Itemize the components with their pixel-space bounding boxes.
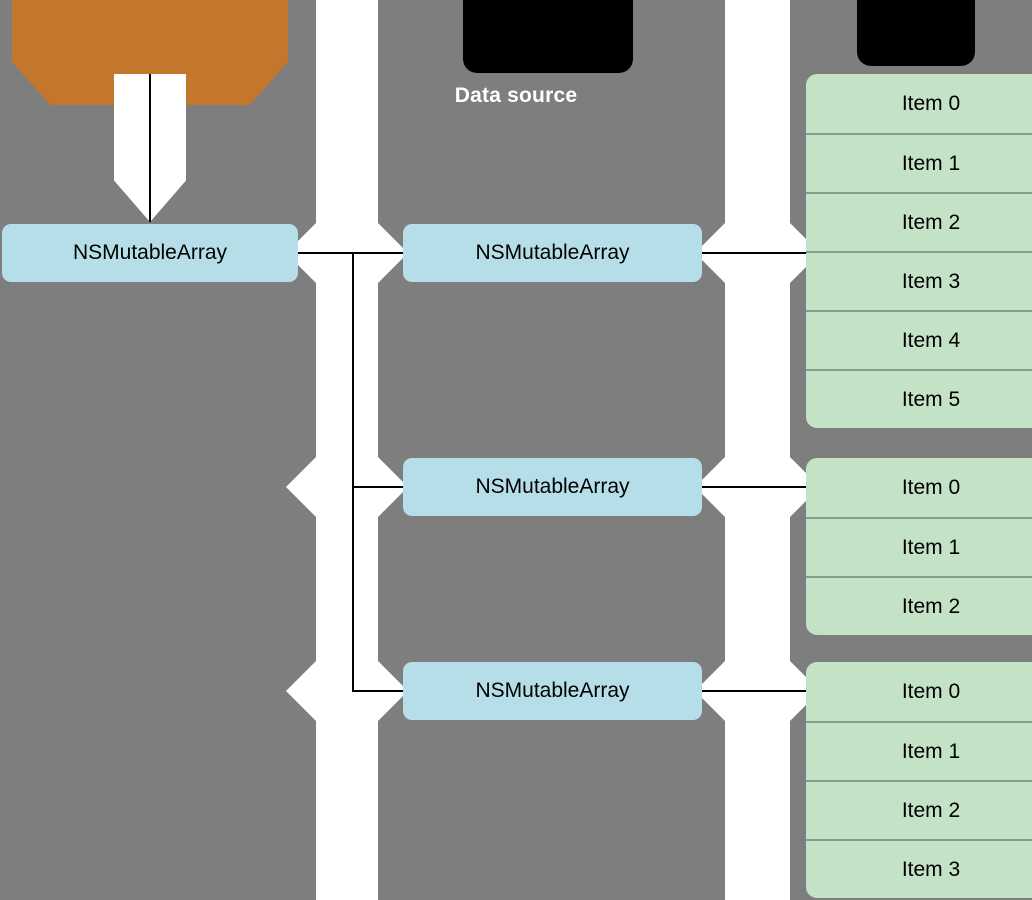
list-item[interactable]: Item 1 <box>806 517 1032 576</box>
connector-section-0-to-items <box>702 252 808 254</box>
item-group-0: Item 0 Item 1 Item 2 Item 3 Item 4 Item … <box>806 74 1032 428</box>
section-array-label-1: NSMutableArray <box>475 475 630 498</box>
sections-column-header: Sections <box>463 0 633 73</box>
list-item[interactable]: Item 0 <box>901 475 961 499</box>
list-item[interactable]: Item 2 <box>806 780 1032 839</box>
list-item[interactable]: Item 5 <box>806 369 1032 428</box>
items-column-header: Items <box>857 0 975 66</box>
list-item[interactable]: Item 1 <box>806 133 1032 192</box>
connector-section-1-to-items <box>702 486 808 488</box>
connector-trunk-to-section-1 <box>352 486 404 488</box>
arrow-bulge-a2-left <box>286 661 316 721</box>
item-group-1: Item 0 Item 1 Item 2 <box>806 458 1032 635</box>
data-source-arrow-line <box>149 74 151 222</box>
connector-section-2-to-items <box>702 690 808 692</box>
list-item[interactable]: Item 2 <box>806 576 1032 635</box>
list-item[interactable]: Item 4 <box>806 310 1032 369</box>
connector-trunk-vertical <box>352 252 354 692</box>
sections-column-header-label: Sections <box>504 43 592 66</box>
section-array-label-0: NSMutableArray <box>475 241 630 264</box>
list-item[interactable]: Item 2 <box>806 192 1032 251</box>
section-array-box-1[interactable]: NSMutableArray <box>403 458 702 516</box>
list-item[interactable]: Item 3 <box>806 251 1032 310</box>
connector-channel-right <box>725 0 790 900</box>
connector-trunk-to-section-2 <box>352 690 404 692</box>
section-array-label-2: NSMutableArray <box>475 679 630 702</box>
connector-root-to-trunk <box>298 252 404 254</box>
arrow-bulge-a1-left <box>286 457 316 517</box>
connector-channel-left <box>316 0 378 900</box>
items-column-header-label: Items <box>888 36 944 59</box>
data-source-label: Data source <box>454 84 578 107</box>
item-group-2: Item 0 Item 1 Item 2 Item 3 <box>806 662 1032 898</box>
list-item[interactable]: Item 0 <box>901 91 961 115</box>
section-array-box-2[interactable]: NSMutableArray <box>403 662 702 720</box>
list-item[interactable]: Item 3 <box>806 839 1032 898</box>
root-array-box[interactable]: NSMutableArray <box>2 224 298 282</box>
list-item[interactable]: Item 1 <box>806 721 1032 780</box>
list-item[interactable]: Item 0 <box>901 679 961 703</box>
section-array-box-0[interactable]: NSMutableArray <box>403 224 702 282</box>
root-array-label: NSMutableArray <box>72 241 228 264</box>
